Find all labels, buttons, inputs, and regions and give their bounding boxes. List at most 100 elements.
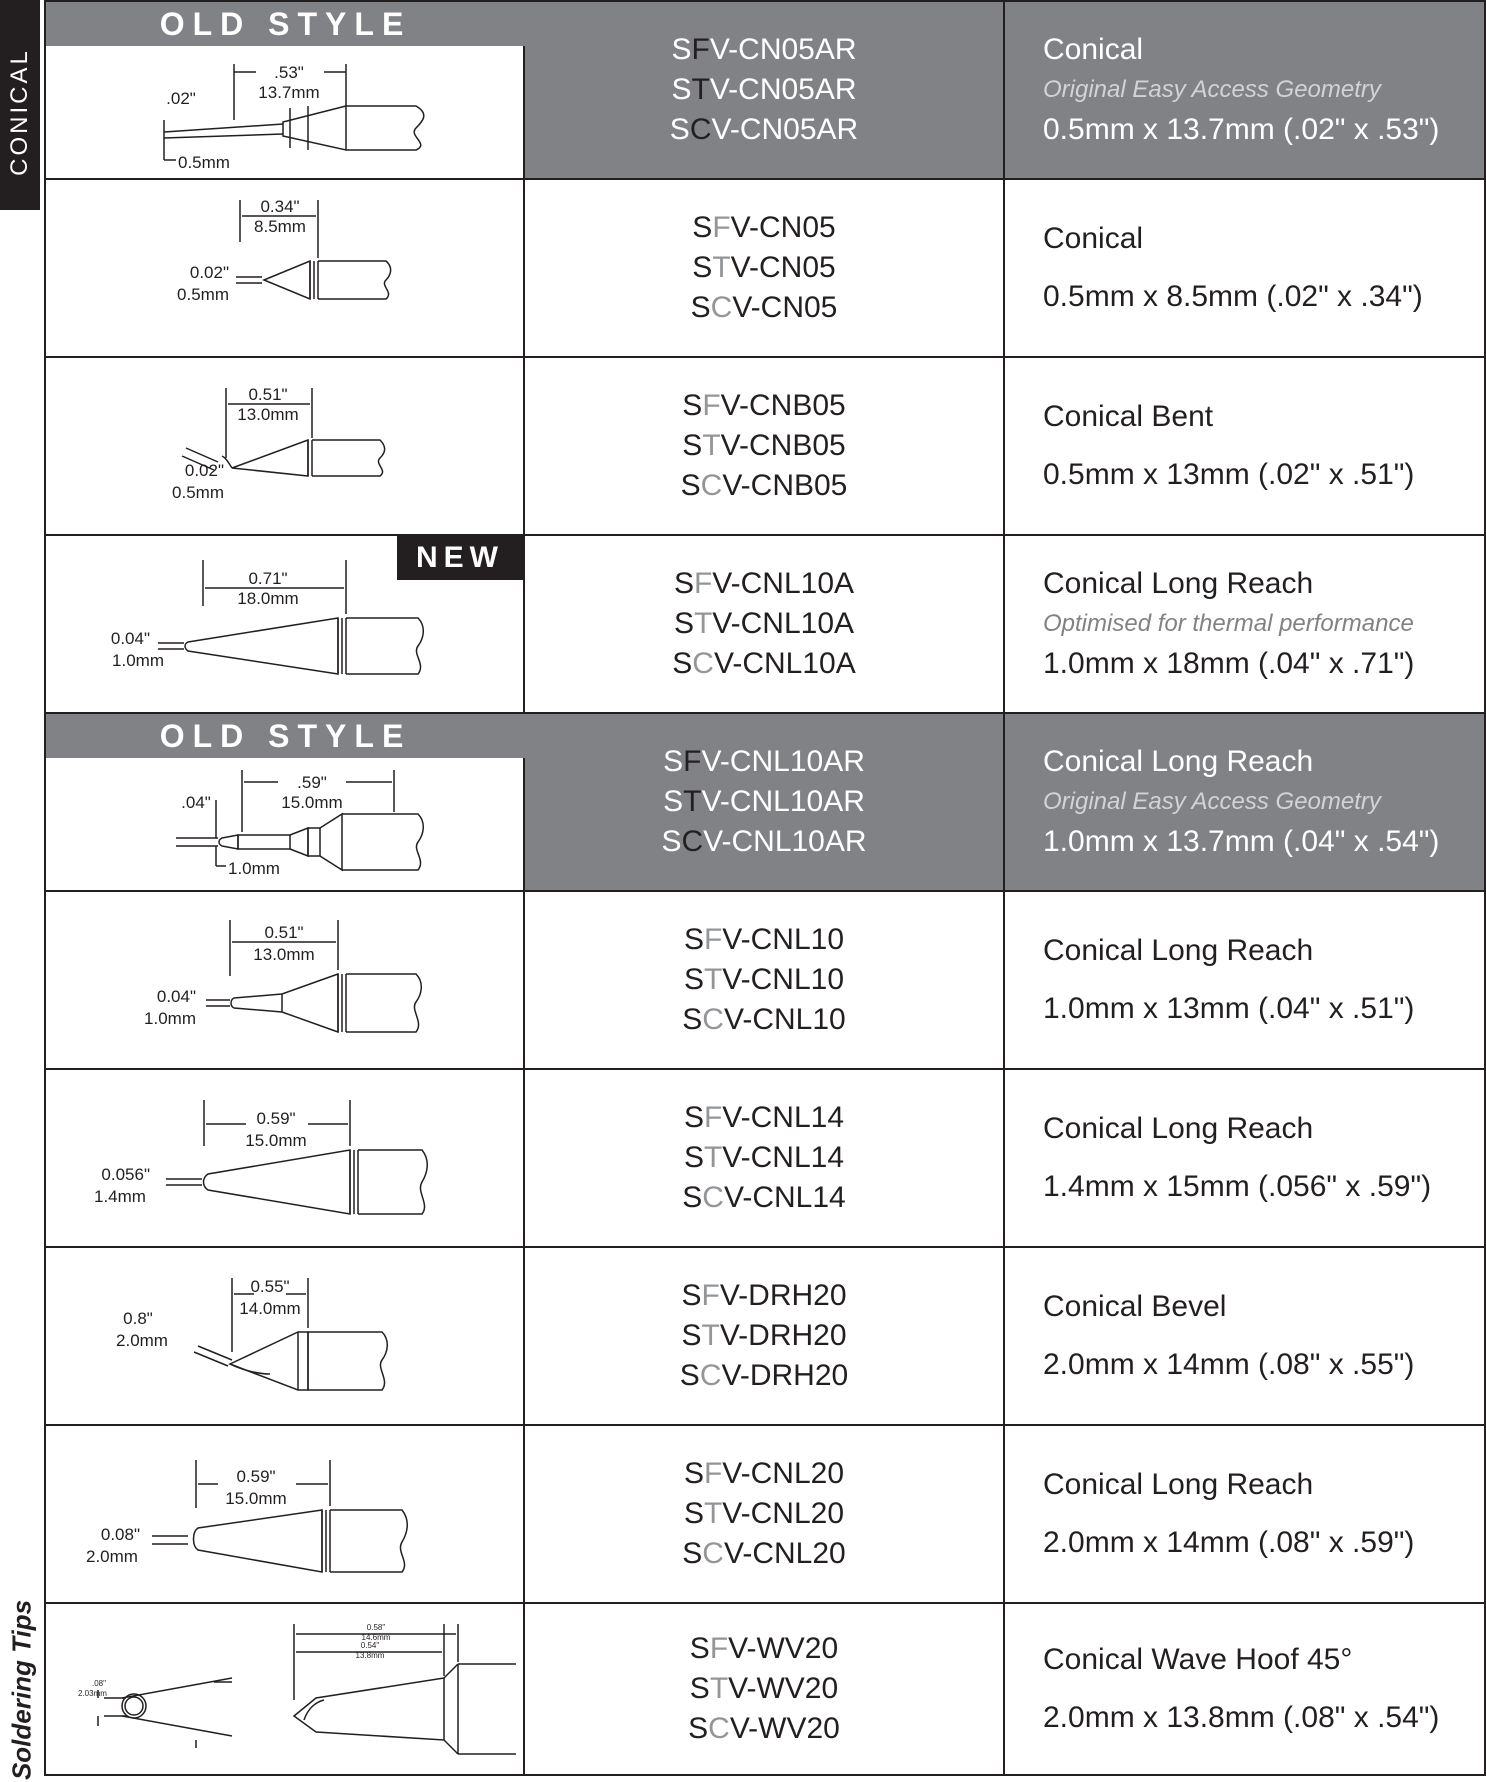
description-cell: Conical Long Reach 2.0mm x 14mm (.08" x … — [1003, 1424, 1486, 1604]
tip-type: Conical Long Reach — [1043, 567, 1314, 600]
tip-drawing-cell: 0.71" 18.0mm 0.04" 1.0mm NEW — [44, 534, 525, 714]
length-inch-label: .53" — [274, 63, 304, 82]
tip-type: Conical Wave Hoof 45° — [1043, 1643, 1353, 1676]
description-cell: Conical Original Easy Access Geometry 0.… — [1003, 0, 1486, 180]
section-footer-label: Soldering Tips — [6, 1599, 37, 1781]
part-number: SCV-CN05AR — [669, 113, 859, 146]
soldering-tips-table: .53" 13.7mm .02" 0.5mm OLD STYLE SFV-CN0… — [44, 0, 1486, 1776]
tip-drawing-cell: 0.34" 8.5mm 0.02" 0.5mm — [44, 178, 525, 358]
description-cell: Conical Bevel 2.0mm x 14mm (.08" x .55") — [1003, 1246, 1486, 1426]
tip-dimensions: 2.0mm x 14mm (.08" x .55") — [1043, 1348, 1415, 1381]
part-number-cell: SFV-CNL10 STV-CNL10 SCV-CNL10 — [523, 890, 1005, 1070]
tip-drawing-cell: 0.59" 15.0mm 0.08" 2.0mm — [44, 1424, 525, 1604]
tip-note: Original Easy Access Geometry — [1043, 788, 1381, 815]
length-mm-label: 18.0mm — [237, 589, 298, 608]
length-mm-label: 15.0mm — [225, 1489, 286, 1508]
part-number-cell: SFV-DRH20 STV-DRH20 SCV-DRH20 — [523, 1246, 1005, 1426]
part-number: SFV-CNL10A — [673, 567, 855, 600]
length-inch-label: 0.34" — [260, 197, 299, 216]
diameter-inch-label: .04" — [181, 793, 211, 812]
length-mm-label: 13.7mm — [258, 83, 319, 102]
diameter-mm-label: 0.5mm — [177, 285, 229, 304]
old-style-banner: OLD STYLE — [46, 2, 525, 46]
part-number: SCV-CN05 — [690, 291, 838, 324]
diameter-inch-label: .02" — [166, 89, 196, 108]
tip-drawing-cell: 0.51" 13.0mm 0.04" 1.0mm — [44, 890, 525, 1070]
length-inch-label: 0.51" — [264, 923, 303, 942]
tip-drawing-cell: .59" 15.0mm .04" 1.0mm OLD STYLE — [44, 712, 525, 892]
length-inch-label: 0.59" — [256, 1109, 295, 1128]
part-number-cell: SFV-CNB05 STV-CNB05 SCV-CNB05 — [523, 356, 1005, 536]
part-number-cell: SFV-CNL10A STV-CNL10A SCV-CNL10A — [523, 534, 1005, 714]
tip-row: 0.71" 18.0mm 0.04" 1.0mm NEW SFV-CNL10A … — [44, 534, 1486, 714]
part-number: SFV-CNL20 — [683, 1457, 845, 1490]
tip-drawing-cell: 0.55" 14.0mm 0.8" 2.0mm — [44, 1246, 525, 1426]
part-number: STV-CNL10A — [673, 607, 855, 640]
tip-drawing: .08" 2.03mm 0.58" 14.6mm 0.54" 13.8mm — [78, 1623, 516, 1755]
tip-drawing: 0.51" 13.0mm 0.02" 0.5mm — [172, 385, 386, 502]
part-number-cell: SFV-CNL20 STV-CNL20 SCV-CNL20 — [523, 1424, 1005, 1604]
diameter-inch-label: .08" — [92, 1679, 106, 1688]
tip-row: 0.51" 13.0mm 0.04" 1.0mm SFV-CNL10 STV-C… — [44, 890, 1486, 1070]
part-number-cell: SFV-WV20 STV-WV20 SCV-WV20 — [523, 1602, 1005, 1776]
tip-row: 0.55" 14.0mm 0.8" 2.0mm SFV-DRH20 STV-DR… — [44, 1246, 1486, 1426]
diameter-mm-label: 1.0mm — [112, 651, 164, 670]
tip-note: Optimised for thermal performance — [1043, 610, 1414, 637]
part-number: SCV-DRH20 — [679, 1359, 849, 1392]
description-cell: Conical Long Reach Original Easy Access … — [1003, 712, 1486, 892]
tip-drawing-cell: 0.59" 15.0mm 0.056" 1.4mm — [44, 1068, 525, 1248]
diameter-mm-label: 2.0mm — [86, 1547, 138, 1566]
tip-row: 0.59" 15.0mm 0.08" 2.0mm SFV-CNL20 STV-C… — [44, 1424, 1486, 1604]
tip-type: Conical Bevel — [1043, 1290, 1227, 1323]
part-number: SFV-WV20 — [689, 1632, 839, 1665]
length-mm-label: 13.0mm — [253, 945, 314, 964]
part-number: STV-CN05AR — [671, 73, 857, 106]
length-mm-label: 8.5mm — [254, 217, 306, 236]
tip-row: .53" 13.7mm .02" 0.5mm OLD STYLE SFV-CN0… — [44, 0, 1486, 180]
diameter-inch-label: 0.04" — [111, 629, 150, 648]
diameter-mm-label: 0.5mm — [178, 153, 230, 172]
tip-row: 0.51" 13.0mm 0.02" 0.5mm SFV-CNB05 STV-C… — [44, 356, 1486, 536]
length-inch-label: 0.59" — [236, 1467, 275, 1486]
part-number: STV-CN05 — [692, 251, 836, 284]
part-number: SFV-CNL14 — [683, 1101, 845, 1134]
length-mm-label: 13.0mm — [237, 405, 298, 424]
length-mm-label: 14.6mm — [362, 1633, 391, 1642]
old-style-banner: OLD STYLE — [46, 714, 525, 758]
tip-type: Conical Long Reach — [1043, 1468, 1314, 1501]
part-number: SFV-CNL10AR — [663, 745, 865, 778]
length-inch-label: 0.51" — [248, 385, 287, 404]
tip-dimensions: 1.4mm x 15mm (.056" x .59") — [1043, 1170, 1432, 1203]
tip-type: Conical Long Reach — [1043, 745, 1314, 778]
description-cell: Conical Wave Hoof 45° 2.0mm x 13.8mm (.0… — [1003, 1602, 1486, 1776]
tip-drawing-cell: .08" 2.03mm 0.58" 14.6mm 0.54" 13.8mm — [44, 1602, 525, 1776]
diameter-inch-label: 0.02" — [190, 263, 229, 282]
diameter-mm-label: 2.03mm — [78, 1689, 107, 1698]
tip-dimensions: 2.0mm x 13.8mm (.08" x .54") — [1043, 1701, 1440, 1734]
tip-drawing: 0.59" 15.0mm 0.08" 2.0mm — [86, 1460, 408, 1573]
tip-drawing: 0.59" 15.0mm 0.056" 1.4mm — [94, 1100, 428, 1215]
description-cell: Conical Long Reach 1.0mm x 13mm (.04" x … — [1003, 890, 1486, 1070]
tip-dimensions: 0.5mm x 8.5mm (.02" x .34") — [1043, 280, 1423, 313]
diameter-mm-label: 1.4mm — [94, 1187, 146, 1206]
part-number: STV-CNB05 — [682, 429, 846, 462]
category-tab-label: CONICAL — [6, 48, 33, 176]
tip-drawing: .59" 15.0mm .04" 1.0mm — [176, 770, 424, 878]
length-inch-label: .59" — [297, 773, 327, 792]
length-inch-label: 0.54" — [361, 1641, 380, 1650]
tip-type: Conical — [1043, 33, 1144, 66]
part-number: SFV-CN05 — [692, 211, 836, 244]
part-number: STV-CNL10AR — [663, 785, 865, 818]
tip-drawing: 0.51" 13.0mm 0.04" 1.0mm — [144, 920, 422, 1034]
part-number: SCV-CNL10A — [672, 647, 856, 680]
tip-dimensions: 1.0mm x 13mm (.04" x .51") — [1043, 992, 1415, 1025]
length-inch-label: 0.71" — [248, 569, 287, 588]
part-number: SFV-CNL10 — [683, 923, 845, 956]
tip-dimensions: 2.0mm x 14mm (.08" x .59") — [1043, 1526, 1415, 1559]
diameter-mm-label: 1.0mm — [228, 859, 280, 878]
part-number: STV-CNL20 — [683, 1497, 845, 1530]
tip-row: .08" 2.03mm 0.58" 14.6mm 0.54" 13.8mm SF… — [44, 1602, 1486, 1776]
tip-type: Conical Long Reach — [1043, 934, 1314, 967]
diameter-inch-label: 0.02" — [185, 461, 224, 480]
length-mm-label: 15.0mm — [281, 793, 342, 812]
